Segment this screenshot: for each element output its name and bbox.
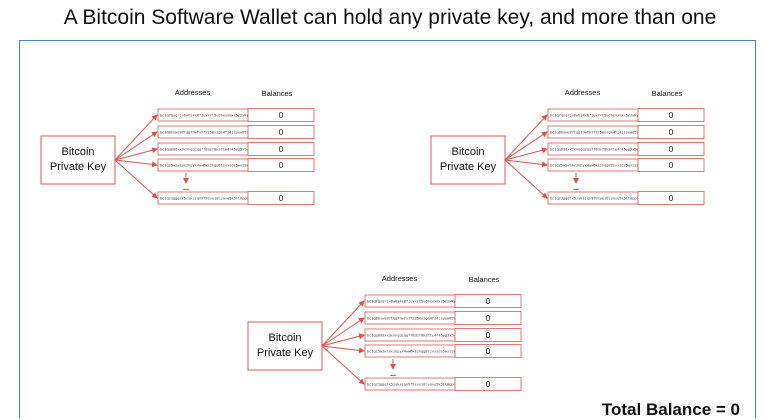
- balance-value: 0: [486, 297, 491, 306]
- total-balance-label: Total Balance = 0: [601, 400, 740, 419]
- address-text: bc1qz5w2wlmxzhpyx4ww6ks2hqg8tzvxsds5wxz3…: [367, 349, 460, 353]
- balance-box: [247, 158, 315, 172]
- arrow: [321, 345, 365, 354]
- balance-box: [454, 311, 522, 325]
- private-key-label-line1: Bitcoin: [61, 146, 94, 158]
- arrow: [504, 114, 548, 161]
- balance-value: 0: [279, 161, 284, 170]
- balances-header: Balances: [469, 275, 500, 284]
- private-key-label-line2: Private Key: [50, 161, 107, 173]
- balance-box: [247, 125, 315, 139]
- private-key-box: [247, 321, 323, 371]
- ellipsis: ...: [573, 185, 579, 192]
- arrow: [504, 159, 548, 168]
- balance-value: 0: [486, 331, 491, 340]
- balance-value: 0: [486, 380, 491, 389]
- arrow: [114, 159, 158, 199]
- balance-value: 0: [669, 111, 674, 120]
- balance-box: [454, 344, 522, 358]
- ellipsis: ...: [183, 185, 189, 192]
- private-key-label-line2: Private Key: [440, 161, 497, 173]
- address-text: bc1q7qxqrjv6whs4x8fjuvrrt5udhxxxmxc5c2wk…: [160, 113, 266, 117]
- arrow: [114, 131, 158, 161]
- address-text: bc1q8kxwe87tqg7hwfx7f2250nzgm4fj4jsyew85…: [367, 316, 467, 320]
- page-title: A Bitcoin Software Wallet can hold any p…: [63, 6, 717, 29]
- balance-value: 0: [669, 128, 674, 137]
- arrow: [321, 345, 365, 385]
- arrow: [114, 114, 158, 161]
- balance-box: [454, 328, 522, 342]
- address-text: bc1qq0ddxx3xnnqqzqq7f8dsf8k3tte4r45yg3x5…: [367, 333, 467, 337]
- arrow: [321, 333, 365, 347]
- balances-header: Balances: [262, 89, 293, 98]
- balance-value: 0: [486, 314, 491, 323]
- balance-box: [637, 108, 705, 122]
- balance-value: 0: [279, 194, 284, 203]
- arrow: [321, 300, 365, 347]
- address-text: bc1q7qxqrjv6whs4x8fjuvrrt5udhxxxmxc5c2wk…: [550, 113, 656, 117]
- balance-box: [637, 125, 705, 139]
- balance-value: 0: [279, 145, 284, 154]
- arrow: [321, 317, 365, 347]
- balance-box: [637, 158, 705, 172]
- balance-box: [247, 108, 315, 122]
- address-text: bc1qz5w2wlmxzhpyx4ww6ks2hqg8tzvxsds5wxz3…: [550, 163, 643, 167]
- balance-value: 0: [486, 347, 491, 356]
- balance-value: 0: [669, 161, 674, 170]
- addresses-header: Addresses: [382, 274, 418, 283]
- balance-box: [637, 191, 705, 205]
- private-key-label-line2: Private Key: [257, 347, 314, 359]
- address-text: bc1q23ggqlx5zyksjqn9f9svxj0lyoxe5k5lt0pp…: [550, 196, 663, 200]
- address-text: bc1qq0ddxx3xnnqqzqq7f8dsf8k3tte4r45yg3x5…: [160, 147, 260, 151]
- address-text: bc1q7qxqrjv6whs4x8fjuvrrt5udhxxxmxc5c2wk…: [367, 299, 473, 303]
- arrow: [504, 159, 548, 199]
- address-text: bc1q8kxwe87tqg7hwfx7f2250nzgm4fj4jsyew85…: [550, 130, 650, 134]
- slide-frame: [19, 40, 756, 419]
- balance-box: [247, 191, 315, 205]
- private-key-box: [40, 135, 116, 185]
- arrow: [504, 131, 548, 161]
- balance-box: [637, 142, 705, 156]
- addresses-header: Addresses: [565, 88, 601, 97]
- addresses-header: Addresses: [175, 88, 211, 97]
- address-text: bc1qz5w2wlmxzhpyx4ww6ks2hqg8tzvxsds5wxz3…: [160, 163, 253, 167]
- address-text: bc1qq0ddxx3xnnqqzqq7f8dsf8k3tte4r45yg3x5…: [550, 147, 650, 151]
- private-key-label-line1: Bitcoin: [268, 332, 301, 344]
- address-text: bc1q23ggqlx5zyksjqn9f9svxj0lyoxe5k5lt0pp…: [160, 196, 273, 200]
- balance-value: 0: [279, 111, 284, 120]
- private-key-label-line1: Bitcoin: [451, 146, 484, 158]
- ellipsis: ...: [390, 371, 396, 378]
- address-text: bc1q23ggqlx5zyksjqn9f9svxj0lyoxe5k5lt0pp…: [367, 382, 480, 386]
- address-text: bc1q8kxwe87tqg7hwfx7f2250nzgm4fj4jsyew85…: [160, 130, 260, 134]
- balance-box: [454, 377, 522, 391]
- arrow: [114, 147, 158, 161]
- balance-value: 0: [669, 194, 674, 203]
- arrow: [504, 147, 548, 161]
- balance-box: [247, 142, 315, 156]
- private-key-box: [430, 135, 506, 185]
- arrow: [114, 159, 158, 168]
- balance-value: 0: [279, 128, 284, 137]
- balance-value: 0: [669, 145, 674, 154]
- balances-header: Balances: [652, 89, 683, 98]
- balance-box: [454, 294, 522, 308]
